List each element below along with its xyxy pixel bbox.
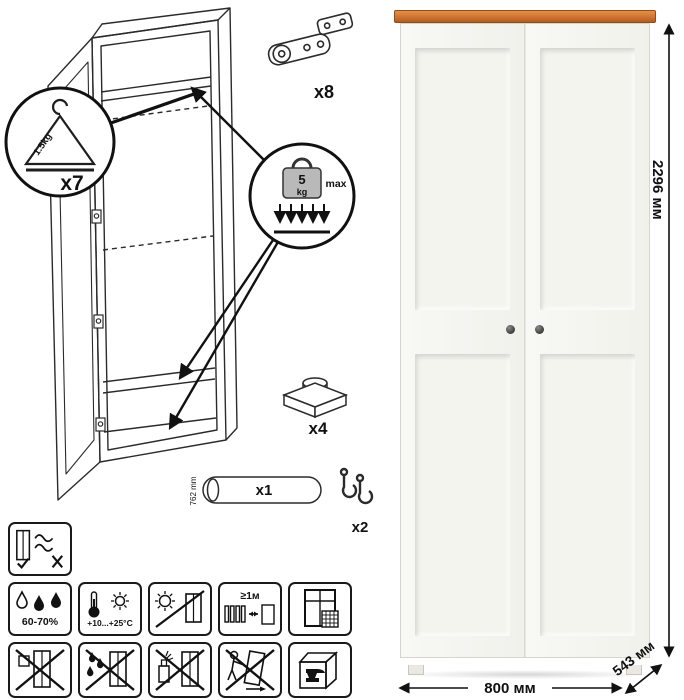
right-door-upper-panel: [540, 48, 635, 310]
sun-shade-icon: [155, 590, 205, 628]
wardrobe-top-panel: [394, 10, 656, 23]
hanger-icon: [23, 98, 97, 172]
no-moisture-icon: [85, 649, 135, 691]
window-icon: [304, 589, 339, 628]
weight-body-icon: [282, 167, 322, 199]
hinge-icon: [267, 12, 354, 66]
rod-count-label: x1: [256, 482, 273, 499]
no-abrasives-icon: [155, 649, 205, 691]
humidity-label: 60-70%: [21, 616, 59, 629]
wardrobe-body: [400, 23, 650, 658]
weight-handle-icon: [291, 157, 313, 169]
heat-distance-pictogram: ≥1м: [218, 582, 282, 636]
load-leader-lines: [168, 86, 302, 431]
temperature-label: +10...+25°C: [87, 618, 133, 629]
wardrobe-product-image: [394, 10, 656, 679]
foot-icon: [281, 377, 349, 419]
height-dimension-label: 2296 мм: [649, 160, 666, 220]
left-door-upper-panel: [415, 48, 510, 310]
foot-count-label: x4: [309, 419, 328, 438]
avoid-sunlight-pictogram: [148, 582, 212, 636]
hook-icon: [339, 467, 374, 505]
right-door-lower-panel: [540, 354, 635, 636]
load-value: 5: [298, 172, 305, 187]
cleaning-icon: [16, 529, 64, 569]
no-abrasives-pictogram: [148, 642, 212, 698]
load-max-label: max: [325, 178, 346, 190]
hook-count-label: x2: [352, 519, 369, 536]
ventilation-pictogram: [288, 582, 352, 636]
wardrobe-left-door: [401, 24, 525, 657]
no-dragging-icon: [225, 649, 275, 692]
left-door-knob: [506, 325, 515, 334]
shelf-load-callout: 5 kg max: [248, 142, 356, 250]
cleaning-pictogram: [8, 522, 72, 576]
wardrobe-right-door: [525, 24, 649, 657]
water-drops-icon: [16, 590, 61, 612]
wardrobe-foot-left: [408, 665, 424, 675]
rod-icon: [202, 476, 322, 504]
right-door-knob: [535, 325, 544, 334]
rod-length-label: 762 mm: [189, 476, 198, 505]
no-leaning-icon: [15, 649, 65, 691]
temperature-pictogram: +10...+25°C: [78, 582, 142, 636]
left-door-lower-panel: [415, 354, 510, 636]
assembly-diagram: 1.5kg x7 5 kg max: [4, 7, 374, 536]
wardrobe-outline-drawing: [47, 7, 238, 501]
load-unit: kg: [297, 187, 308, 197]
no-moisture-pictogram: [78, 642, 142, 698]
thermometer-icon: [88, 591, 129, 618]
no-leaning-pictogram: [8, 642, 72, 698]
heavy-load-pictogram: [288, 642, 352, 698]
anvil-in-cabinet-icon: [298, 651, 339, 690]
radiator-distance-icon: [224, 604, 275, 625]
distributed-load-arrows: [273, 204, 331, 224]
humidity-pictogram: 60-70%: [8, 582, 72, 636]
no-dragging-pictogram: [218, 642, 282, 698]
hanger-count-label: x7: [60, 172, 83, 195]
hanger-callout: 1.5kg x7: [4, 86, 195, 198]
hinge-count-label: x8: [314, 82, 334, 102]
distance-label: ≥1м: [240, 590, 260, 603]
width-dimension-label: 800 мм: [484, 680, 536, 697]
wardrobe-shadow: [402, 670, 648, 679]
